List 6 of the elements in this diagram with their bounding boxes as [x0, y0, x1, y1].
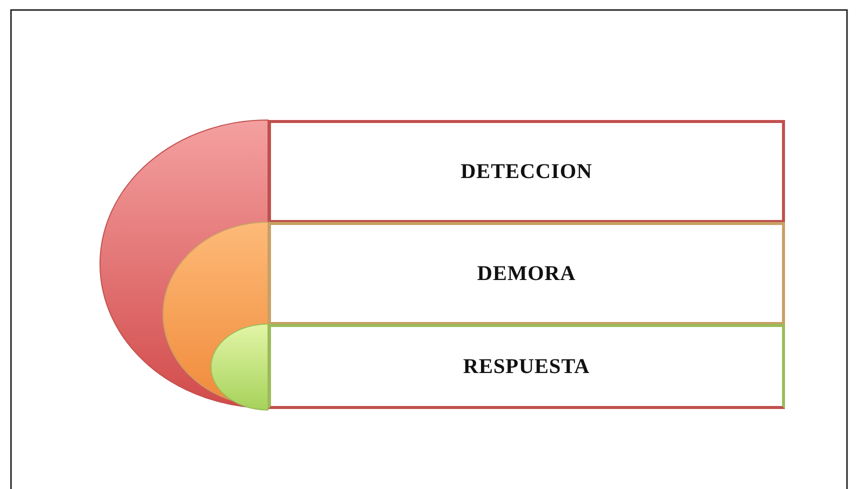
- layer-box: [268, 120, 785, 223]
- layer-label: RESPUESTA: [463, 354, 590, 379]
- layer-box: [268, 222, 785, 325]
- layer-label: DETECCION: [460, 159, 592, 184]
- layer-box: [268, 324, 785, 409]
- layer-label: DEMORA: [477, 261, 576, 286]
